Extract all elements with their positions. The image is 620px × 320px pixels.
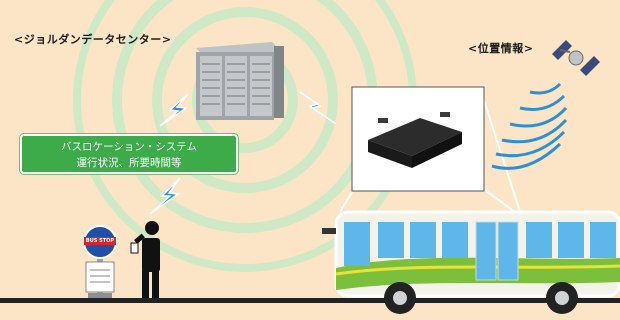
bus-location-system-box: バスロケーション・システム 運行状況、所要時間等	[20, 134, 238, 174]
gps-label: <位置情報>	[468, 42, 534, 55]
system-subtitle: 運行状況、所要時間等	[76, 157, 182, 169]
satellite-icon	[552, 40, 600, 76]
gps-signal-waves-icon	[491, 82, 568, 170]
server-rack-icon	[196, 42, 284, 120]
lightning-signal-icon	[149, 91, 337, 215]
ground-line	[0, 298, 620, 303]
callout-lines	[339, 87, 521, 213]
system-title: バスロケーション・システム	[61, 141, 197, 153]
onboard-device-icon	[351, 86, 485, 192]
bus-stop-sign-icon	[83, 225, 117, 298]
person-with-phone-icon	[130, 221, 160, 298]
bus-stop-text: BUS STOP	[85, 238, 115, 244]
bus-icon	[322, 210, 620, 314]
data-center-label: <ジョルダンデータセンター>	[14, 33, 172, 46]
